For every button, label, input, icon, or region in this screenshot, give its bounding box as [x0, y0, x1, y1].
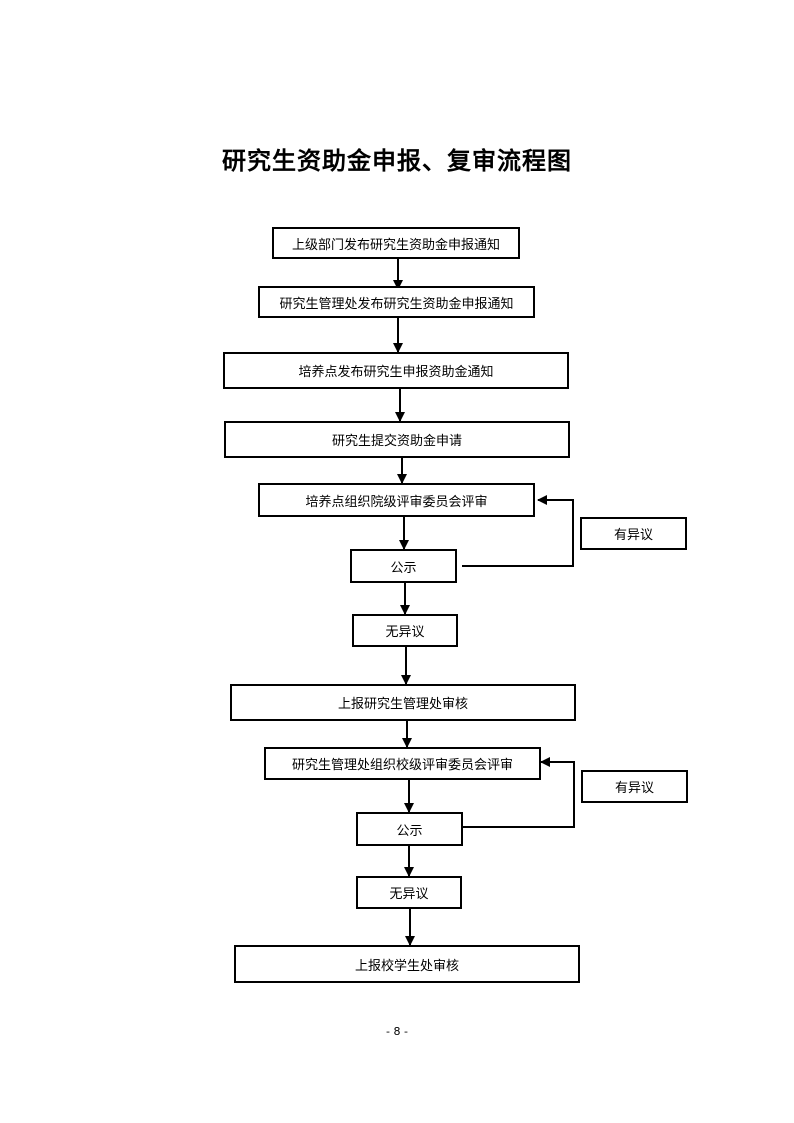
page-title: 研究生资助金申报、复审流程图: [222, 146, 572, 175]
step-no-objection-2: 无异议: [356, 876, 462, 909]
step-public-notice-1: 公示: [350, 549, 457, 583]
step-office-notice: 研究生管理处发布研究生资助金申报通知: [258, 286, 535, 318]
step-no-objection-1: 无异议: [352, 614, 458, 647]
objection-box-2: 有异议: [581, 770, 688, 803]
step-student-apply: 研究生提交资助金申请: [224, 421, 570, 458]
step-report-student-affairs: 上报校学生处审核: [234, 945, 580, 983]
objection-box-1: 有异议: [580, 517, 687, 550]
step-public-notice-2: 公示: [356, 812, 463, 846]
step-college-review: 培养点组织院级评审委员会评审: [258, 483, 535, 517]
step-superior-notice: 上级部门发布研究生资助金申报通知: [272, 227, 520, 259]
step-training-notice: 培养点发布研究生申报资助金通知: [223, 352, 569, 389]
step-university-review: 研究生管理处组织校级评审委员会评审: [264, 747, 541, 780]
step-report-office: 上报研究生管理处审核: [230, 684, 576, 721]
page-number: - 8 -: [386, 1025, 408, 1038]
